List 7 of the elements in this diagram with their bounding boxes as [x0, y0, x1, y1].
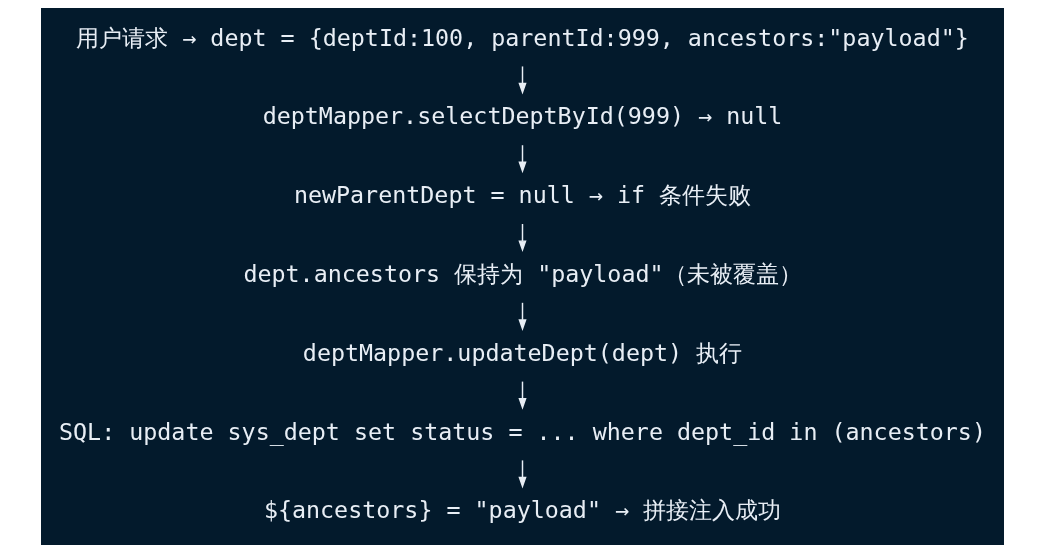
node-text: dept.ancestors 保持为 "payload"（未被覆盖） [243, 260, 802, 289]
node-text: SQL: update sys_dept set status = ... where dept_id in (ancestors) [59, 417, 986, 446]
node-text: newParentDept = null → if 条件失败 [293, 181, 752, 210]
node-text: 用户请求 → dept = {deptId:100, parentId:999, ancestors:"payload"} [76, 23, 969, 52]
node-text: deptMapper.selectDeptById(999) → null [262, 102, 783, 131]
node-text: deptMapper.updateDept(dept) 执行 [302, 338, 743, 367]
node-text: ${ancestors} = "payload" → 拼接注入成功 [263, 496, 782, 525]
